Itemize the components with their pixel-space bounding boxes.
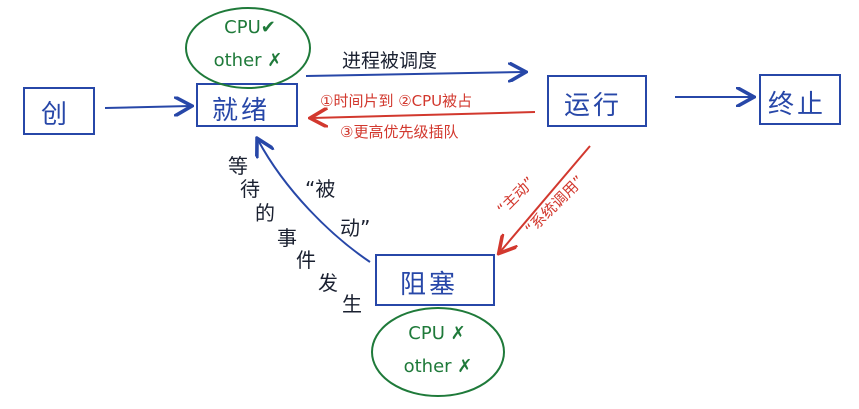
wait-event-char: 件 [296, 248, 316, 272]
preempt-reasons-line2: ③更高优先级插队 [340, 123, 459, 141]
wait-event-char: 发 [318, 271, 338, 295]
create-state-box [23, 87, 95, 135]
blocked-state-box [375, 254, 495, 306]
blocked-resource-ellipse [371, 307, 505, 397]
preempt-reasons-line1: ①时间片到 ②CPU被占 [320, 92, 473, 110]
passive-char: 动” [340, 216, 371, 240]
running-to-ready-arrow [312, 112, 536, 118]
wait-event-char: 事 [277, 226, 297, 250]
wait-event-char: 等 [228, 154, 248, 178]
ready-other-status: other ✗ [213, 50, 283, 71]
wait-event-char: 生 [342, 292, 362, 316]
ready-state-box [196, 83, 298, 127]
create-state-label: 创 [41, 100, 71, 130]
create-to-ready-arrow [104, 106, 190, 108]
running-state-label: 运行 [564, 91, 623, 121]
running-state-box [547, 75, 647, 127]
ready-cpu-status: CPU✔ [224, 17, 276, 38]
terminated-state-label: 终止 [768, 90, 827, 120]
wait-event-char: 的 [255, 201, 275, 225]
terminated-state-box [759, 74, 841, 125]
blocked-other-status: other ✗ [403, 356, 473, 377]
scheduled-note: 进程被调度 [342, 50, 438, 72]
blocked-to-ready-arrow [258, 140, 371, 263]
passive-char: “被 [305, 177, 336, 201]
ready-to-running-arrow [305, 72, 524, 76]
blocked-state-label: 阻塞 [400, 270, 459, 300]
ready-state-label: 就绪 [212, 96, 271, 126]
blocked-cpu-status: CPU ✗ [408, 323, 466, 344]
running-to-blocked-arrow [500, 145, 591, 252]
wait-event-char: 待 [240, 177, 260, 201]
ready-resource-ellipse [185, 7, 311, 89]
